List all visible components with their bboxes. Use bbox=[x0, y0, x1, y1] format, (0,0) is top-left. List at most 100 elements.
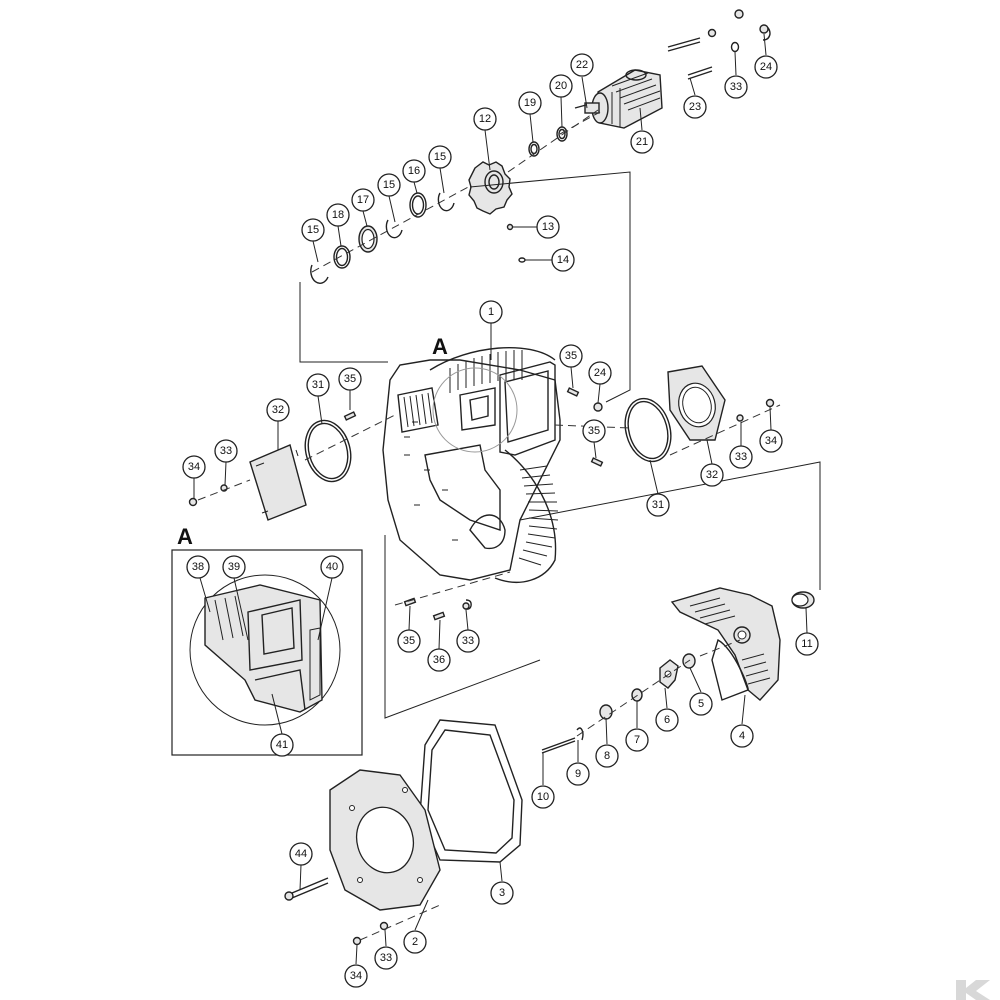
svg-text:18: 18 bbox=[332, 209, 344, 221]
svg-text:7: 7 bbox=[634, 734, 640, 746]
kramp-logo-icon bbox=[956, 980, 990, 1000]
callout-14: 14 bbox=[551, 248, 575, 272]
callout-9: 9 bbox=[566, 762, 590, 786]
callout-32: 32 bbox=[266, 398, 290, 422]
svg-text:5: 5 bbox=[698, 698, 704, 710]
callout-15: 15 bbox=[301, 218, 325, 242]
svg-text:16: 16 bbox=[408, 165, 420, 177]
svg-text:20: 20 bbox=[555, 80, 567, 92]
svg-text:24: 24 bbox=[760, 61, 772, 73]
callout-22: 22 bbox=[570, 53, 594, 77]
callout-16: 16 bbox=[402, 159, 426, 183]
callout-8: 8 bbox=[595, 744, 619, 768]
left-flange-parts bbox=[188, 419, 352, 521]
svg-text:24: 24 bbox=[594, 367, 606, 379]
callout-33: 33 bbox=[724, 75, 748, 99]
svg-text:36: 36 bbox=[433, 654, 445, 666]
callout-4: 4 bbox=[730, 724, 754, 748]
callout-3: 3 bbox=[490, 881, 514, 905]
callout-19: 19 bbox=[518, 91, 542, 115]
motor-assembly bbox=[310, 9, 771, 284]
callout-18: 18 bbox=[326, 203, 350, 227]
callout-39: 39 bbox=[222, 555, 246, 579]
svg-text:33: 33 bbox=[730, 81, 742, 93]
detail-marker-a-inset: A bbox=[177, 524, 193, 549]
svg-text:14: 14 bbox=[557, 254, 569, 266]
callout-33: 33 bbox=[729, 445, 753, 469]
svg-text:35: 35 bbox=[588, 425, 600, 437]
svg-text:2: 2 bbox=[412, 936, 418, 948]
svg-text:13: 13 bbox=[542, 221, 554, 233]
svg-text:12: 12 bbox=[479, 113, 491, 125]
callout-33: 33 bbox=[456, 629, 480, 653]
callout-38: 38 bbox=[186, 555, 210, 579]
detail-a-inset bbox=[171, 549, 363, 756]
svg-text:31: 31 bbox=[312, 379, 324, 391]
callout-31: 31 bbox=[646, 493, 670, 517]
svg-text:44: 44 bbox=[295, 848, 307, 860]
callout-11: 11 bbox=[795, 632, 819, 656]
svg-text:19: 19 bbox=[524, 97, 536, 109]
callout-44: 44 bbox=[289, 842, 313, 866]
svg-text:38: 38 bbox=[192, 561, 204, 573]
callout-40: 40 bbox=[320, 555, 344, 579]
svg-text:21: 21 bbox=[636, 136, 648, 148]
callout-33: 33 bbox=[374, 946, 398, 970]
callout-34: 34 bbox=[344, 964, 368, 988]
callout-23: 23 bbox=[683, 95, 707, 119]
svg-text:33: 33 bbox=[220, 445, 232, 457]
leader-lines bbox=[193, 33, 808, 965]
right-flange-parts bbox=[624, 365, 775, 463]
callout-34: 34 bbox=[182, 455, 206, 479]
callout-35: 35 bbox=[338, 367, 362, 391]
lower-hardware bbox=[403, 597, 472, 621]
svg-text:35: 35 bbox=[565, 350, 577, 362]
callout-32: 32 bbox=[700, 463, 724, 487]
callout-35: 35 bbox=[559, 344, 583, 368]
main-housing bbox=[382, 346, 561, 583]
svg-text:31: 31 bbox=[652, 499, 664, 511]
callout-10: 10 bbox=[531, 785, 555, 809]
callout-36: 36 bbox=[427, 648, 451, 672]
svg-text:8: 8 bbox=[604, 750, 610, 762]
dowel-pins bbox=[343, 387, 604, 467]
svg-text:33: 33 bbox=[735, 451, 747, 463]
svg-text:11: 11 bbox=[801, 638, 812, 650]
svg-text:34: 34 bbox=[350, 970, 362, 982]
guard-assembly bbox=[541, 587, 815, 754]
callout-24: 24 bbox=[754, 55, 778, 79]
svg-text:9: 9 bbox=[575, 768, 581, 780]
svg-text:10: 10 bbox=[537, 791, 549, 803]
svg-text:34: 34 bbox=[188, 461, 200, 473]
callout-6: 6 bbox=[655, 708, 679, 732]
part-callouts: 24 33 23 21 22 20 19 12 13 14 15 18 17 1… bbox=[182, 53, 819, 988]
bottom-plates bbox=[284, 719, 523, 946]
svg-text:17: 17 bbox=[357, 194, 369, 206]
callout-20: 20 bbox=[549, 74, 573, 98]
detail-marker-a: A bbox=[432, 334, 448, 359]
svg-text:15: 15 bbox=[307, 224, 319, 236]
callout-35: 35 bbox=[582, 419, 606, 443]
callout-5: 5 bbox=[689, 692, 713, 716]
svg-text:4: 4 bbox=[739, 730, 745, 742]
callout-12: 12 bbox=[473, 107, 497, 131]
callout-15: 15 bbox=[377, 173, 401, 197]
callout-31: 31 bbox=[306, 373, 330, 397]
svg-text:41: 41 bbox=[276, 739, 288, 751]
svg-text:32: 32 bbox=[706, 469, 718, 481]
svg-text:15: 15 bbox=[383, 179, 395, 191]
svg-text:6: 6 bbox=[664, 714, 670, 726]
svg-text:39: 39 bbox=[228, 561, 240, 573]
svg-text:33: 33 bbox=[380, 952, 392, 964]
callout-41: 41 bbox=[270, 733, 294, 757]
callout-17: 17 bbox=[351, 188, 375, 212]
svg-text:22: 22 bbox=[576, 59, 588, 71]
svg-text:35: 35 bbox=[403, 635, 415, 647]
svg-text:15: 15 bbox=[434, 151, 446, 163]
callout-1: 1 bbox=[479, 300, 503, 324]
svg-text:3: 3 bbox=[499, 887, 505, 899]
callout-7: 7 bbox=[625, 728, 649, 752]
svg-text:34: 34 bbox=[765, 435, 777, 447]
callout-35: 35 bbox=[397, 629, 421, 653]
